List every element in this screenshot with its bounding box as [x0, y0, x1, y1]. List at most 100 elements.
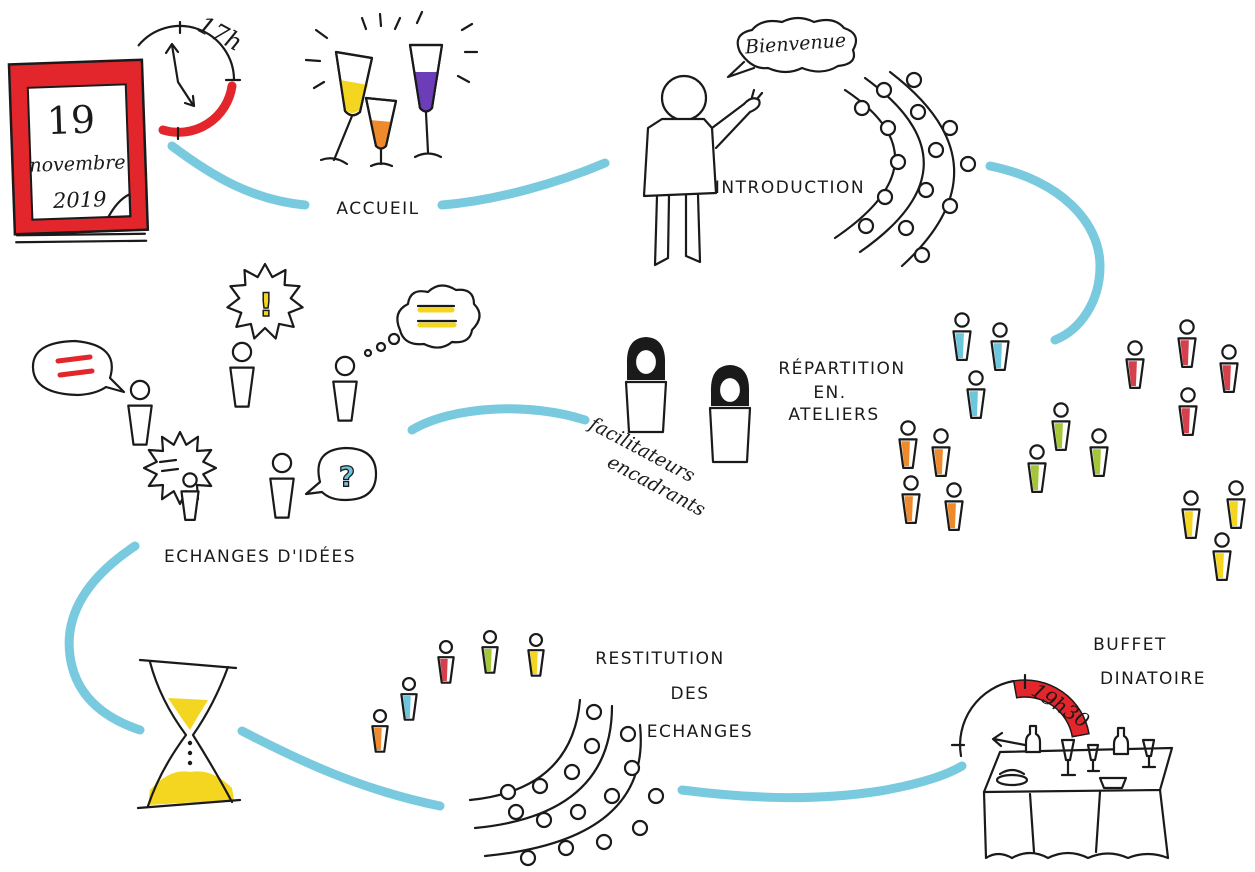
person-shirt: [440, 658, 448, 681]
buffet-clock-hand: [991, 731, 1027, 748]
person-body: [270, 478, 294, 518]
step-label-repartition-line3: ATELIERS: [788, 405, 879, 425]
step-label-restitution-line2: DES: [670, 684, 709, 704]
audience-seat: [875, 81, 893, 99]
workshop-participant: [1219, 344, 1239, 393]
audience-seat: [853, 99, 871, 117]
champagne-glasses-icon: [304, 10, 479, 168]
flow-segment-calendar-accueil: [167, 141, 310, 210]
workshop-participant: [898, 420, 918, 469]
debate-lines: [158, 458, 180, 473]
person-head: [900, 420, 916, 436]
audience-seat: [909, 103, 927, 121]
workshop-participant: [901, 475, 921, 525]
audience-seat: [585, 703, 603, 721]
step-label-buffet-line1: BUFFET: [1093, 635, 1167, 655]
person-outline: [1219, 362, 1239, 393]
exchange-participant: [180, 472, 200, 522]
audience-seat: [876, 188, 894, 206]
workshop-group-red: [1125, 319, 1239, 436]
restitution-speaker: [400, 676, 418, 721]
audience-seat: [595, 833, 613, 851]
person-outline: [1027, 462, 1047, 493]
audience-seat: [959, 155, 977, 173]
audience-seat: [857, 217, 875, 235]
person-head: [401, 676, 417, 692]
person-shirt: [1229, 501, 1238, 526]
person-head: [903, 475, 919, 491]
restitution-seating: [468, 698, 665, 867]
workshop-participant: [1089, 428, 1109, 477]
step-label-restitution-line3: ECHANGES: [647, 722, 753, 742]
person-body: [230, 367, 254, 407]
person-head: [1180, 387, 1196, 403]
workshop-participant: [1178, 387, 1198, 436]
workshop-participant: [1181, 490, 1201, 540]
person-shirt: [1128, 361, 1137, 386]
person-outline: [1051, 420, 1071, 451]
audience-seat: [941, 119, 959, 137]
calendar-month: novembre: [29, 151, 126, 176]
person-head: [992, 322, 1008, 338]
person-head: [1091, 428, 1107, 444]
exclamation-burst: [226, 262, 304, 340]
person-head: [231, 341, 253, 363]
step-label-buffet-line2: DINATOIRE: [1100, 669, 1206, 689]
audience-seat: [927, 141, 945, 159]
person-head: [271, 452, 293, 474]
restitution-seats: [499, 703, 665, 867]
person-head: [372, 708, 388, 724]
audience-seat: [897, 219, 915, 237]
step-label-repartition-line1: RÉPARTITION: [778, 357, 905, 379]
flow-segment-facilitators-echanges: [407, 404, 590, 435]
thought-cloud: [363, 284, 481, 358]
person-outline: [527, 649, 545, 677]
person-body: [333, 381, 357, 421]
person-shirt: [934, 449, 943, 474]
person-shirt: [1030, 465, 1039, 490]
person-shirt: [1180, 340, 1189, 365]
exclamation-mark: !: [259, 286, 274, 324]
person-shirt: [904, 496, 913, 521]
welcome-speech-text: Bienvenue: [743, 30, 847, 59]
person-head: [129, 379, 151, 401]
workshop-participant: [1125, 340, 1145, 389]
person-head: [1029, 444, 1045, 460]
person-outline: [127, 404, 153, 446]
person-outline: [371, 725, 389, 753]
person-head: [1179, 319, 1195, 335]
person-shirt: [901, 441, 910, 466]
audience-seat: [603, 787, 621, 805]
person-head: [334, 355, 356, 377]
audience-seat: [519, 849, 537, 867]
buffet-time-label: 19h30: [1027, 678, 1094, 733]
workshop-group-orange: [898, 420, 964, 532]
welcome-speech-bubble: Bienvenue: [726, 16, 858, 79]
step-label-repartition-line2: EN.: [813, 383, 846, 403]
workshop-participant: [1177, 319, 1197, 368]
step-label-accueil: ACCUEIL: [336, 199, 419, 219]
person-outline: [1212, 550, 1232, 582]
person-shirt: [1181, 408, 1190, 433]
facilitator-2: [708, 365, 752, 464]
audience-seat: [889, 153, 907, 171]
workshop-participant: [1027, 444, 1047, 493]
workshop-participant: [990, 322, 1010, 371]
person-outline: [966, 388, 986, 419]
person-head: [1127, 340, 1143, 356]
audience-seat: [583, 737, 601, 755]
audience-seat: [531, 777, 549, 795]
restitution-speakers: [371, 629, 545, 753]
step-label-echanges: ECHANGES D'IDÉES: [164, 545, 356, 567]
person-shirt: [955, 333, 964, 358]
restitution-speaker: [527, 632, 545, 677]
calendar-day: 19: [46, 97, 96, 143]
person-body: [181, 491, 199, 520]
person-outline: [944, 500, 964, 532]
exchange-participant: [332, 355, 358, 422]
audience-seat: [563, 763, 581, 781]
workshop-participant: [944, 482, 964, 532]
flow-segment-accueil-introduction: [437, 158, 610, 210]
person-outline: [229, 366, 255, 408]
person-head: [954, 312, 970, 328]
